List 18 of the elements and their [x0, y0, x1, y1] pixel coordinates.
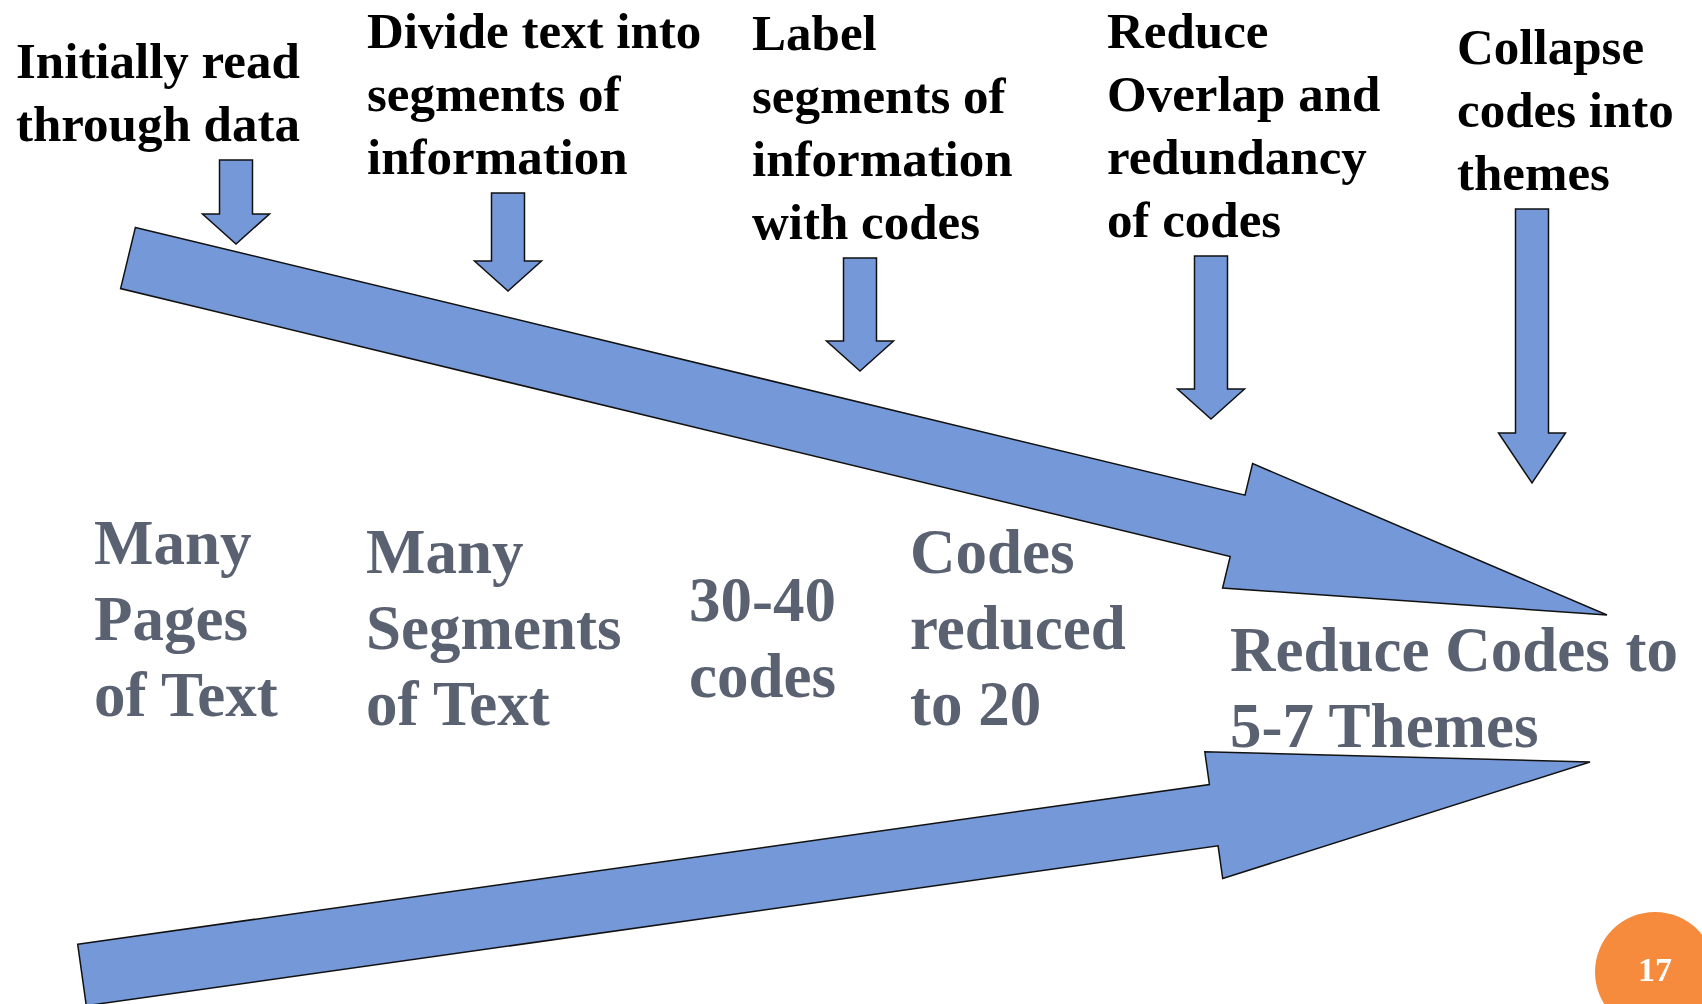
step-label: Initially read through data — [16, 30, 336, 156]
step-label: Reduce Overlap and redundancy of codes — [1107, 0, 1402, 252]
stage-label: Codes reduced to 20 — [910, 514, 1150, 742]
block-arrow — [200, 159, 272, 245]
block-arrow — [119, 226, 1608, 616]
step-label: Label segments of information with codes — [752, 2, 1044, 254]
stage-label: Reduce Codes to 5-7 Themes — [1230, 612, 1700, 764]
block-arrow — [1175, 255, 1247, 420]
block-arrow — [824, 257, 896, 372]
block-arrow — [472, 192, 544, 292]
stage-label: 30-40 codes — [689, 562, 859, 714]
stage-label: Many Segments of Text — [366, 514, 646, 742]
block-arrow — [76, 751, 1591, 1004]
block-arrow — [1497, 208, 1567, 485]
step-label: Collapse codes into themes — [1457, 16, 1697, 205]
page-number: 17 — [1638, 950, 1672, 990]
step-label: Divide text into segments of information — [367, 0, 702, 189]
stage-label: Many Pages of Text — [94, 505, 294, 733]
